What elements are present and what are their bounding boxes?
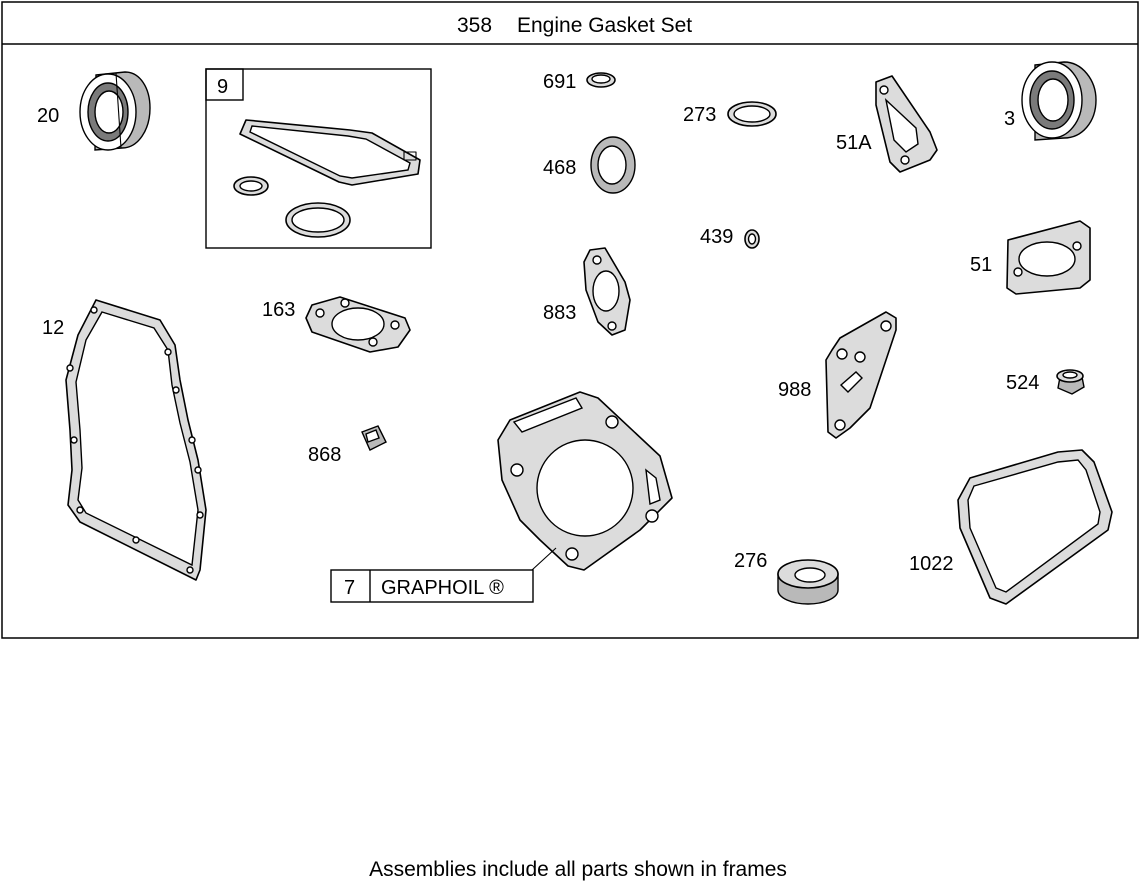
part-label-273: 273 <box>683 104 716 126</box>
footer-note: Assemblies include all parts shown in fr… <box>369 858 787 881</box>
part-12-crankcase-gasket[interactable] <box>65 299 207 581</box>
part-20-oil-seal[interactable] <box>79 71 151 151</box>
part-label-883: 883 <box>543 302 576 324</box>
part-label-439: 439 <box>700 226 733 248</box>
frame-graphoil-7[interactable]: 7 GRAPHOIL ® <box>330 569 534 603</box>
part-label-20: 20 <box>37 105 59 127</box>
part-label-988: 988 <box>778 379 811 401</box>
part-868-valve-seal[interactable] <box>361 425 387 451</box>
header-number: 358 <box>457 14 492 37</box>
part-273-gasket-ring[interactable] <box>727 101 777 127</box>
part-51-gasket[interactable] <box>1006 220 1091 295</box>
part-524-plug[interactable] <box>1056 369 1085 395</box>
frame-kit-9[interactable]: 9 <box>205 68 432 249</box>
frame-label-9: 9 <box>217 76 228 98</box>
part-439-o-ring[interactable] <box>744 229 760 249</box>
part-label-51A: 51A <box>836 132 872 154</box>
part-label-524: 524 <box>1006 372 1039 394</box>
part-label-276: 276 <box>734 550 767 572</box>
part-label-163: 163 <box>262 299 295 321</box>
part-label-3: 3 <box>1004 108 1015 130</box>
part-label-868: 868 <box>308 444 341 466</box>
part-label-468: 468 <box>543 157 576 179</box>
part-276-seal[interactable] <box>777 559 839 605</box>
part-label-1022: 1022 <box>909 553 954 575</box>
part-883-gasket[interactable] <box>583 247 631 336</box>
frame-label-graphoil: GRAPHOIL ® <box>381 577 504 599</box>
part-691-washer[interactable] <box>586 72 616 88</box>
part-988-gasket[interactable] <box>825 311 897 439</box>
part-7-head-gasket[interactable] <box>497 391 673 571</box>
part-label-691: 691 <box>543 71 576 93</box>
part-label-12: 12 <box>42 317 64 339</box>
frame-label-7: 7 <box>344 577 355 599</box>
part-1022-rocker-gasket[interactable] <box>957 449 1113 605</box>
part-163-gasket[interactable] <box>305 296 411 353</box>
part-label-51: 51 <box>970 254 992 276</box>
part-468-seal[interactable] <box>590 136 636 194</box>
header-title: Engine Gasket Set <box>517 14 692 37</box>
part-51A-gasket[interactable] <box>875 75 938 173</box>
part-3-oil-seal[interactable] <box>1021 61 1097 141</box>
